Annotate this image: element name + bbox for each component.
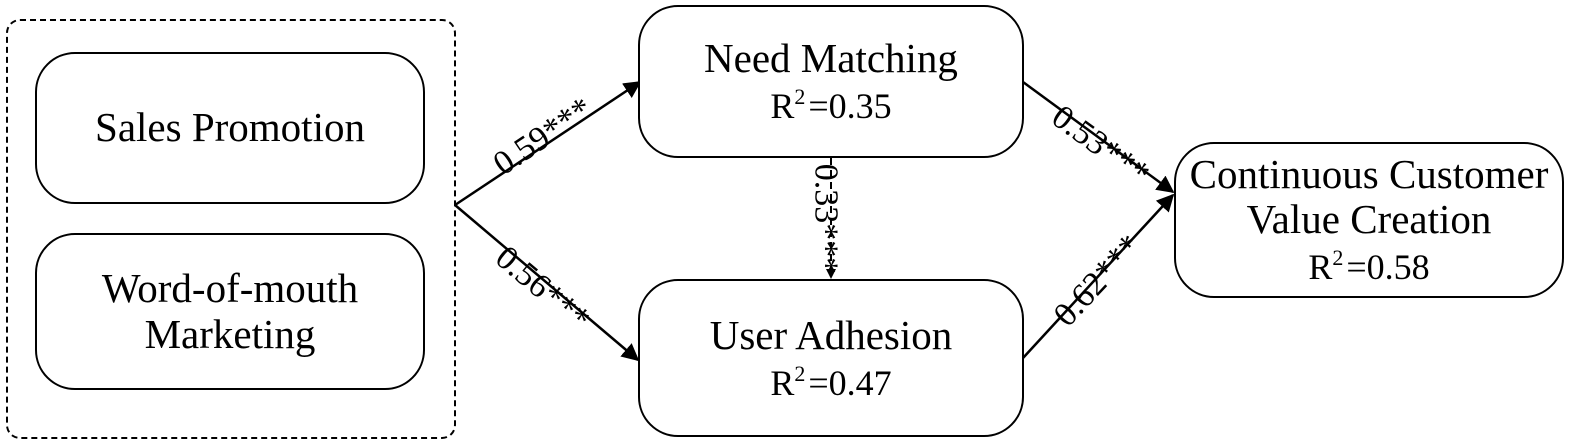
arrow-need-to-outcome	[1022, 80, 1175, 194]
word-of-mouth-label-line2: Marketing	[144, 310, 316, 357]
outcome-r2: R2=0.58	[1308, 245, 1430, 288]
antecedents-group	[6, 19, 456, 439]
user-adhesion-label: User Adhesion	[709, 311, 953, 358]
sales-promotion-label: Sales Promotion	[95, 104, 365, 151]
sales-promotion-box: Sales Promotion	[35, 52, 425, 204]
outcome-box: Continuous Customer Value Creation R2=0.…	[1174, 142, 1564, 298]
user-adhesion-r2: R2=0.47	[770, 360, 892, 403]
outcome-label-line2: Value Creation	[1246, 196, 1492, 243]
need-matching-box: Need Matching R2=0.35	[638, 5, 1024, 158]
outcome-label-line1: Continuous Customer	[1189, 151, 1549, 198]
arrow-to-need-matching	[454, 80, 642, 207]
user-adhesion-box: User Adhesion R2=0.47	[638, 279, 1024, 437]
arrow-adhesion-to-outcome	[1022, 193, 1175, 359]
word-of-mouth-box: Word-of-mouth Marketing	[35, 233, 425, 390]
word-of-mouth-label-line1: Word-of-mouth	[101, 265, 359, 312]
need-matching-label: Need Matching	[704, 35, 958, 82]
need-matching-r2: R2=0.35	[770, 84, 892, 127]
arrow-to-user-adhesion	[454, 204, 640, 362]
coef-need-to-adhesion: 0.33***	[807, 163, 845, 275]
